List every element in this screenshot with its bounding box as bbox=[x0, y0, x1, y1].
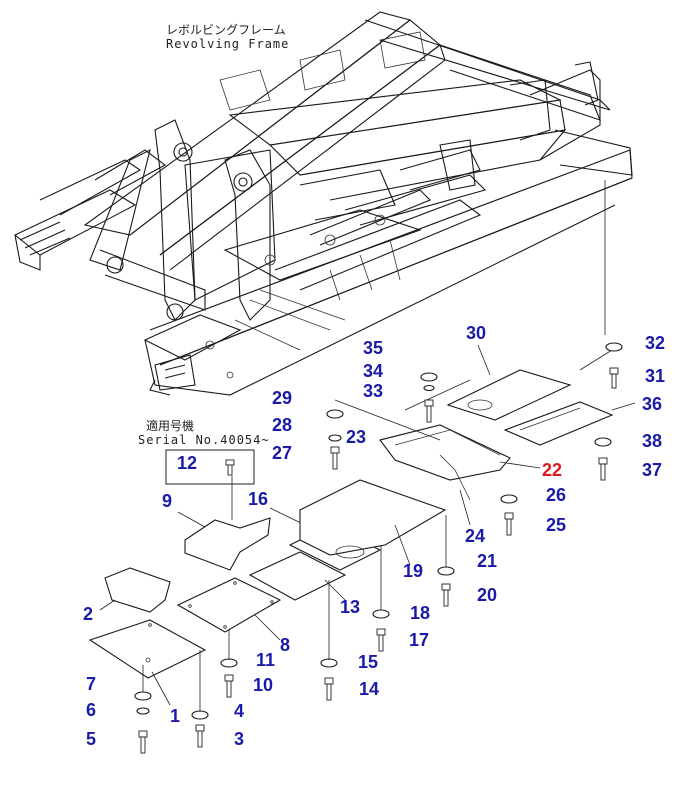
callout-21: 21 bbox=[477, 551, 497, 571]
revolving-frame-drawing bbox=[13, 11, 633, 396]
callout-3: 3 bbox=[234, 729, 244, 749]
callout-34: 34 bbox=[363, 361, 383, 381]
callout-8: 8 bbox=[280, 635, 290, 655]
callout-28: 28 bbox=[272, 415, 292, 435]
callout-30: 30 bbox=[466, 323, 486, 343]
callout-1: 1 bbox=[170, 706, 180, 726]
callout-5: 5 bbox=[86, 729, 96, 749]
callout-23: 23 bbox=[346, 427, 366, 447]
callout-36: 36 bbox=[642, 394, 662, 414]
callout-10: 10 bbox=[253, 675, 273, 695]
callout-12: 12 bbox=[177, 453, 197, 473]
callout-35: 35 bbox=[363, 338, 383, 358]
callout-31: 31 bbox=[645, 366, 665, 386]
callout-20: 20 bbox=[477, 585, 497, 605]
callout-17: 17 bbox=[409, 630, 429, 650]
callout-6: 6 bbox=[86, 700, 96, 720]
callout-38: 38 bbox=[642, 431, 662, 451]
callout-37: 37 bbox=[642, 460, 662, 480]
callout-25: 25 bbox=[546, 515, 566, 535]
callout-26: 26 bbox=[546, 485, 566, 505]
callout-9: 9 bbox=[162, 491, 172, 511]
callout-15: 15 bbox=[358, 652, 378, 672]
callout-16: 16 bbox=[248, 489, 268, 509]
callout-18: 18 bbox=[410, 603, 430, 623]
cover-plates bbox=[88, 344, 636, 706]
callout-14: 14 bbox=[359, 679, 379, 699]
fasteners bbox=[134, 342, 623, 754]
callout-24: 24 bbox=[465, 526, 485, 546]
callout-27: 27 bbox=[272, 443, 292, 463]
callout-7: 7 bbox=[86, 674, 96, 694]
callout-32: 32 bbox=[645, 333, 665, 353]
serial-note-box bbox=[165, 449, 255, 485]
callout-4: 4 bbox=[234, 701, 244, 721]
callout-19: 19 bbox=[403, 561, 423, 581]
title-en: Revolving Frame bbox=[166, 37, 289, 51]
callout-13: 13 bbox=[340, 597, 360, 617]
callout-33: 33 bbox=[363, 381, 383, 401]
callout-22: 22 bbox=[542, 460, 562, 480]
callout-11: 11 bbox=[256, 650, 275, 670]
callout-labels: 1 2 3 4 5 6 7 8 9 10 11 12 13 14 15 16 1… bbox=[83, 323, 665, 749]
serial-note-jp: 適用号機 bbox=[146, 418, 194, 433]
callout-29: 29 bbox=[272, 388, 292, 408]
bolt-12-drawing bbox=[225, 459, 235, 476]
serial-note-en: Serial No.40054~ bbox=[138, 433, 270, 447]
title-jp: レボルビングフレーム bbox=[166, 23, 286, 37]
callout-2: 2 bbox=[83, 604, 93, 624]
